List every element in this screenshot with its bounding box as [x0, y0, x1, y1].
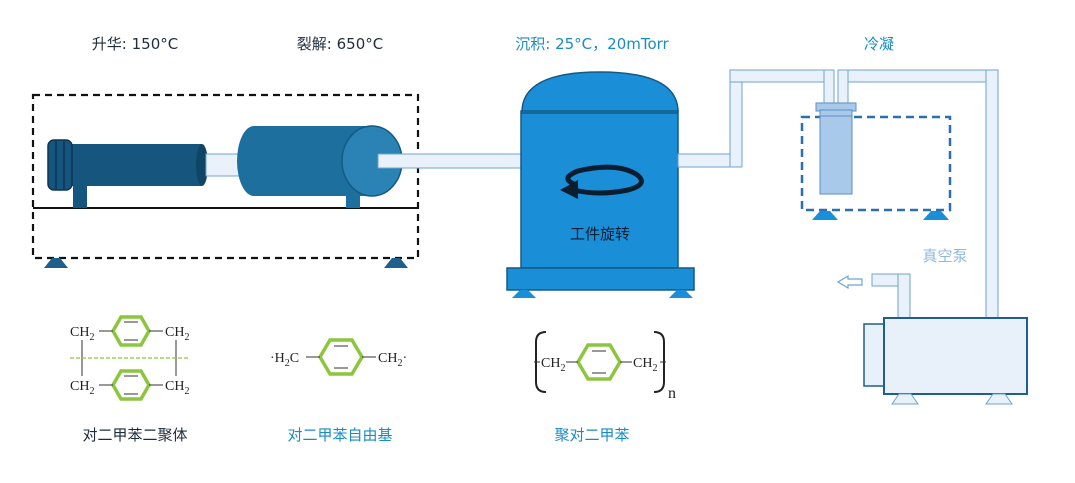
stage-deposition-label: 沉积: 25°C，20mTorr	[515, 35, 669, 53]
sublimator-cap	[47, 139, 73, 191]
chamber-foot-right	[669, 290, 693, 298]
dimer-ch2-top-left: CH2	[70, 325, 94, 343]
exhaust-arrow-icon	[836, 274, 863, 290]
chamber-body	[520, 110, 679, 269]
radical-left-group: ·H2C	[270, 351, 299, 369]
polymer-structure: CH2 CH2 n 聚对二甲苯	[534, 331, 676, 444]
polymer-repeat-n: n	[668, 385, 676, 402]
connector-pipe-1	[205, 153, 243, 177]
cold-trap-foot-right	[923, 211, 949, 220]
chamber-dome	[521, 71, 679, 113]
pyrolysis-left-cap	[237, 126, 271, 196]
furnace-unit	[31, 93, 525, 268]
dimer-benzene-top	[110, 315, 152, 347]
dimer-ch2-bottom-left: CH2	[70, 379, 94, 397]
chamber-base	[506, 267, 695, 291]
sublimator-tube	[60, 144, 202, 186]
polymer-benzene	[575, 343, 623, 381]
cold-trap-cylinder	[819, 109, 853, 195]
radical-benzene	[317, 338, 365, 376]
polymer-name: 聚对二甲苯	[554, 426, 629, 444]
pyrolysis-leg	[346, 196, 360, 208]
dimer-structure: CH2 CH2 CH2 CH2 对二甲苯二聚体	[70, 315, 190, 444]
stage-condensation-label: 冷凝	[864, 35, 894, 53]
stage-sublimation-label: 升华: 150°C	[92, 35, 178, 53]
cold-trap-foot-left	[812, 211, 838, 220]
vacuum-pump: 真空泵	[836, 247, 1028, 405]
exhaust-piping	[677, 69, 999, 319]
chamber-foot-left	[512, 290, 536, 298]
connector-pipe-2	[377, 153, 525, 169]
furnace-foot-left	[44, 258, 68, 268]
dimer-ch2-top-right: CH2	[165, 325, 189, 343]
radical-structure: ·H2C CH2· 对二甲苯自由基	[270, 338, 407, 444]
furnace-foot-right	[384, 258, 408, 268]
pump-body	[883, 317, 1028, 395]
rotation-arrow-head-icon	[560, 180, 578, 199]
dimer-ch2-bottom-right: CH2	[165, 379, 189, 397]
polymer-ch2-left: CH2	[541, 356, 565, 374]
rotation-arrow-icon	[565, 164, 644, 196]
radical-right-group: CH2·	[378, 351, 407, 369]
pump-foot-left	[891, 393, 919, 405]
polymer-ch2-right: CH2	[633, 356, 657, 374]
sublimator-end	[196, 144, 208, 186]
radical-name: 对二甲苯自由基	[287, 426, 392, 444]
chamber-rotation-label: 工件旋转	[570, 225, 630, 243]
cold-trap	[800, 102, 952, 220]
dimer-benzene-bottom	[110, 369, 152, 401]
deposition-chamber: 工件旋转	[506, 71, 695, 298]
dimer-name: 对二甲苯二聚体	[82, 426, 187, 444]
sublimator-leg	[73, 186, 87, 208]
vacuum-pump-label: 真空泵	[922, 247, 967, 265]
cold-trap-dashed-enclosure	[800, 115, 952, 212]
pump-foot-right	[985, 393, 1013, 405]
stage-pyrolysis-label: 裂解: 650°C	[297, 35, 383, 53]
